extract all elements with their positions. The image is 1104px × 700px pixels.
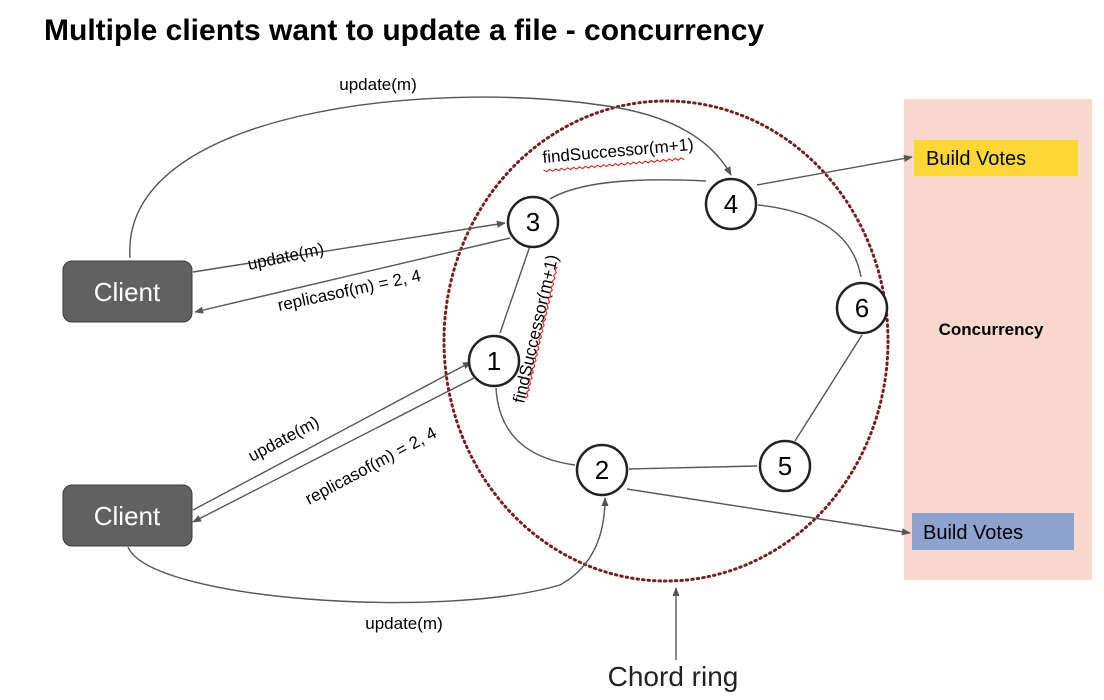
chord-ring	[442, 99, 890, 583]
node-1: 1	[467, 334, 521, 388]
client2-replica-label: replicasof(m) = 2, 4	[302, 423, 440, 508]
node-3: 3	[506, 195, 560, 249]
arc-client-top-to-node-4	[129, 96, 732, 259]
client1-replica-label: replicasof(m) = 2, 4	[276, 266, 423, 315]
spellcheck-underline-top	[543, 157, 685, 173]
arrow-client-bottom-replica	[192, 377, 475, 523]
node-2-label: 2	[595, 455, 609, 485]
node-6-label: 6	[855, 293, 869, 323]
node-4-circle	[704, 177, 758, 231]
node-5-label: 5	[778, 451, 792, 481]
node-5-circle	[758, 439, 812, 493]
node-6: 6	[835, 281, 889, 335]
node-1-circle	[467, 334, 521, 388]
top-update-label: update(m)	[339, 75, 416, 94]
node-2-circle	[575, 443, 629, 497]
spellcheck-underline-mid	[524, 266, 559, 399]
client-bottom: Client	[62, 484, 193, 547]
node-5: 5	[758, 439, 812, 493]
edge-1-2	[495, 387, 576, 466]
build-votes-top-box	[914, 140, 1078, 176]
client-top: Client	[62, 260, 193, 323]
node-2: 2	[575, 443, 629, 497]
arrow-node2-to-build-votes-bottom	[626, 488, 911, 536]
bottom-update-label: update(m)	[365, 614, 442, 633]
node-1-label: 1	[487, 346, 501, 376]
client-top-box	[62, 260, 193, 323]
client2-update-label: update(m)	[245, 412, 322, 465]
edge-4-6	[757, 204, 862, 278]
build-votes-bottom-box	[912, 513, 1074, 550]
client-bottom-box	[62, 484, 193, 547]
node-3-circle	[506, 195, 560, 249]
edge-1-3	[499, 245, 531, 334]
arrow-client-top-update	[192, 220, 506, 273]
page-title: Multiple clients want to update a file -…	[44, 14, 764, 47]
client1-update-label: update(m)	[246, 239, 326, 274]
chord-ring-label: Chord ring	[608, 661, 739, 692]
edge-2-5	[628, 465, 758, 470]
build-votes-top-label: Build Votes	[926, 148, 1026, 170]
edge-3-4	[549, 179, 707, 200]
build-votes-bottom-label: Build Votes	[923, 522, 1023, 544]
edge-6-5	[794, 334, 863, 442]
arrow-client-top-replica	[194, 237, 511, 314]
node-3-label: 3	[526, 207, 540, 237]
arc-client-bottom-to-node-2	[127, 497, 609, 604]
find-successor-top-label: findSuccessor(m+1)	[542, 135, 695, 167]
arrow-node4-to-build-votes-top	[756, 154, 913, 186]
concurrency-label: Concurrency	[939, 320, 1044, 339]
client-top-label: Client	[94, 277, 161, 307]
concurrency-panel	[904, 99, 1092, 580]
client-bottom-label: Client	[94, 501, 161, 531]
node-6-circle	[835, 281, 889, 335]
arrow-client-bottom-update	[192, 361, 472, 511]
node-4: 4	[704, 177, 758, 231]
node-4-label: 4	[724, 189, 738, 219]
